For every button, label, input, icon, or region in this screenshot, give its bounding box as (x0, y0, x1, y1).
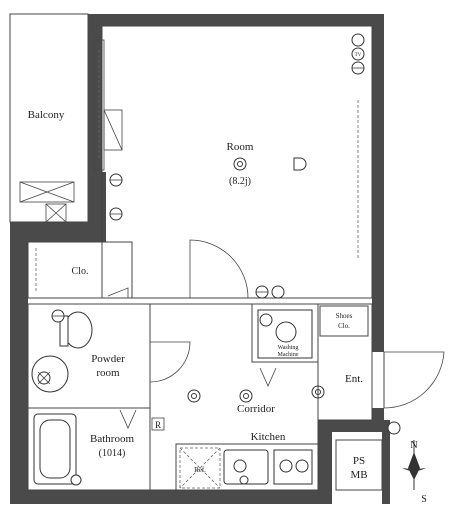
bathroom-size-label: (1014) (99, 448, 126, 459)
intercom-icon (387, 421, 401, 435)
closet-label: Clo. (72, 266, 89, 277)
ceiling-light-center-icon (191, 393, 197, 399)
fan-icon (70, 474, 82, 486)
bathtub-inner-icon (39, 419, 71, 479)
room-area (101, 25, 373, 299)
burner-icon (295, 459, 309, 473)
corridor-label: Corridor (237, 403, 275, 415)
washbasin-icon (31, 355, 69, 393)
washing-machine-label-line2: Machine (278, 352, 299, 358)
pipe-space-label: PS (353, 455, 365, 467)
bathroom-area (27, 407, 151, 491)
light-fixture-icon (351, 33, 365, 47)
compass-icon (402, 440, 426, 490)
shoes-closet-box (319, 305, 369, 337)
wall-light-icon (293, 157, 307, 171)
tv-outlet-icon (351, 47, 365, 61)
bathroom-label: Bathroom (90, 433, 134, 445)
refrigeration-mark-icon (151, 417, 165, 431)
washing-drum-icon (275, 321, 297, 343)
kitchen-label: Kitchen (251, 431, 286, 443)
corridor-area (149, 303, 325, 491)
drain-icon (233, 459, 247, 473)
labels: Balcony Room (8.2j) Clo. Powder room Bat… (28, 53, 427, 505)
walls (10, 14, 390, 504)
washing-machine-label-line1: Washing (278, 345, 299, 351)
burner-icon (279, 459, 293, 473)
refrigerator-icon (179, 447, 221, 489)
shoes-closet-label-line2: Clo. (338, 322, 350, 330)
faucet-icon (259, 313, 273, 327)
pipe-space-area (335, 439, 383, 491)
tv-label: TV (355, 53, 362, 58)
balcony-area (9, 13, 123, 223)
powder-room-label-line2: room (96, 367, 120, 379)
washing-machine-area (251, 285, 319, 363)
ceiling-light-center-icon (237, 161, 243, 167)
balcony-label: Balcony (28, 109, 65, 121)
entrance-area (317, 303, 445, 435)
ceiling-light-center-icon (243, 393, 249, 399)
room-size-label: (8.2j) (229, 176, 251, 187)
south-label: S (421, 494, 427, 505)
meter-box-label: MB (350, 469, 367, 481)
entrance-label: Ent. (345, 373, 363, 385)
refrigeration-mark-label: R (155, 420, 161, 430)
faucet-icon (239, 475, 249, 485)
room-label: Room (227, 141, 254, 153)
north-label: N (410, 440, 417, 451)
powder-room-area (27, 303, 191, 409)
powder-room-label-line1: Powder (91, 353, 125, 365)
shoes-closet-label-line1: Shoes (336, 312, 353, 320)
switch-icon (271, 285, 285, 299)
closet-area (27, 241, 133, 299)
refrigerator-label: Ref. (194, 466, 206, 474)
